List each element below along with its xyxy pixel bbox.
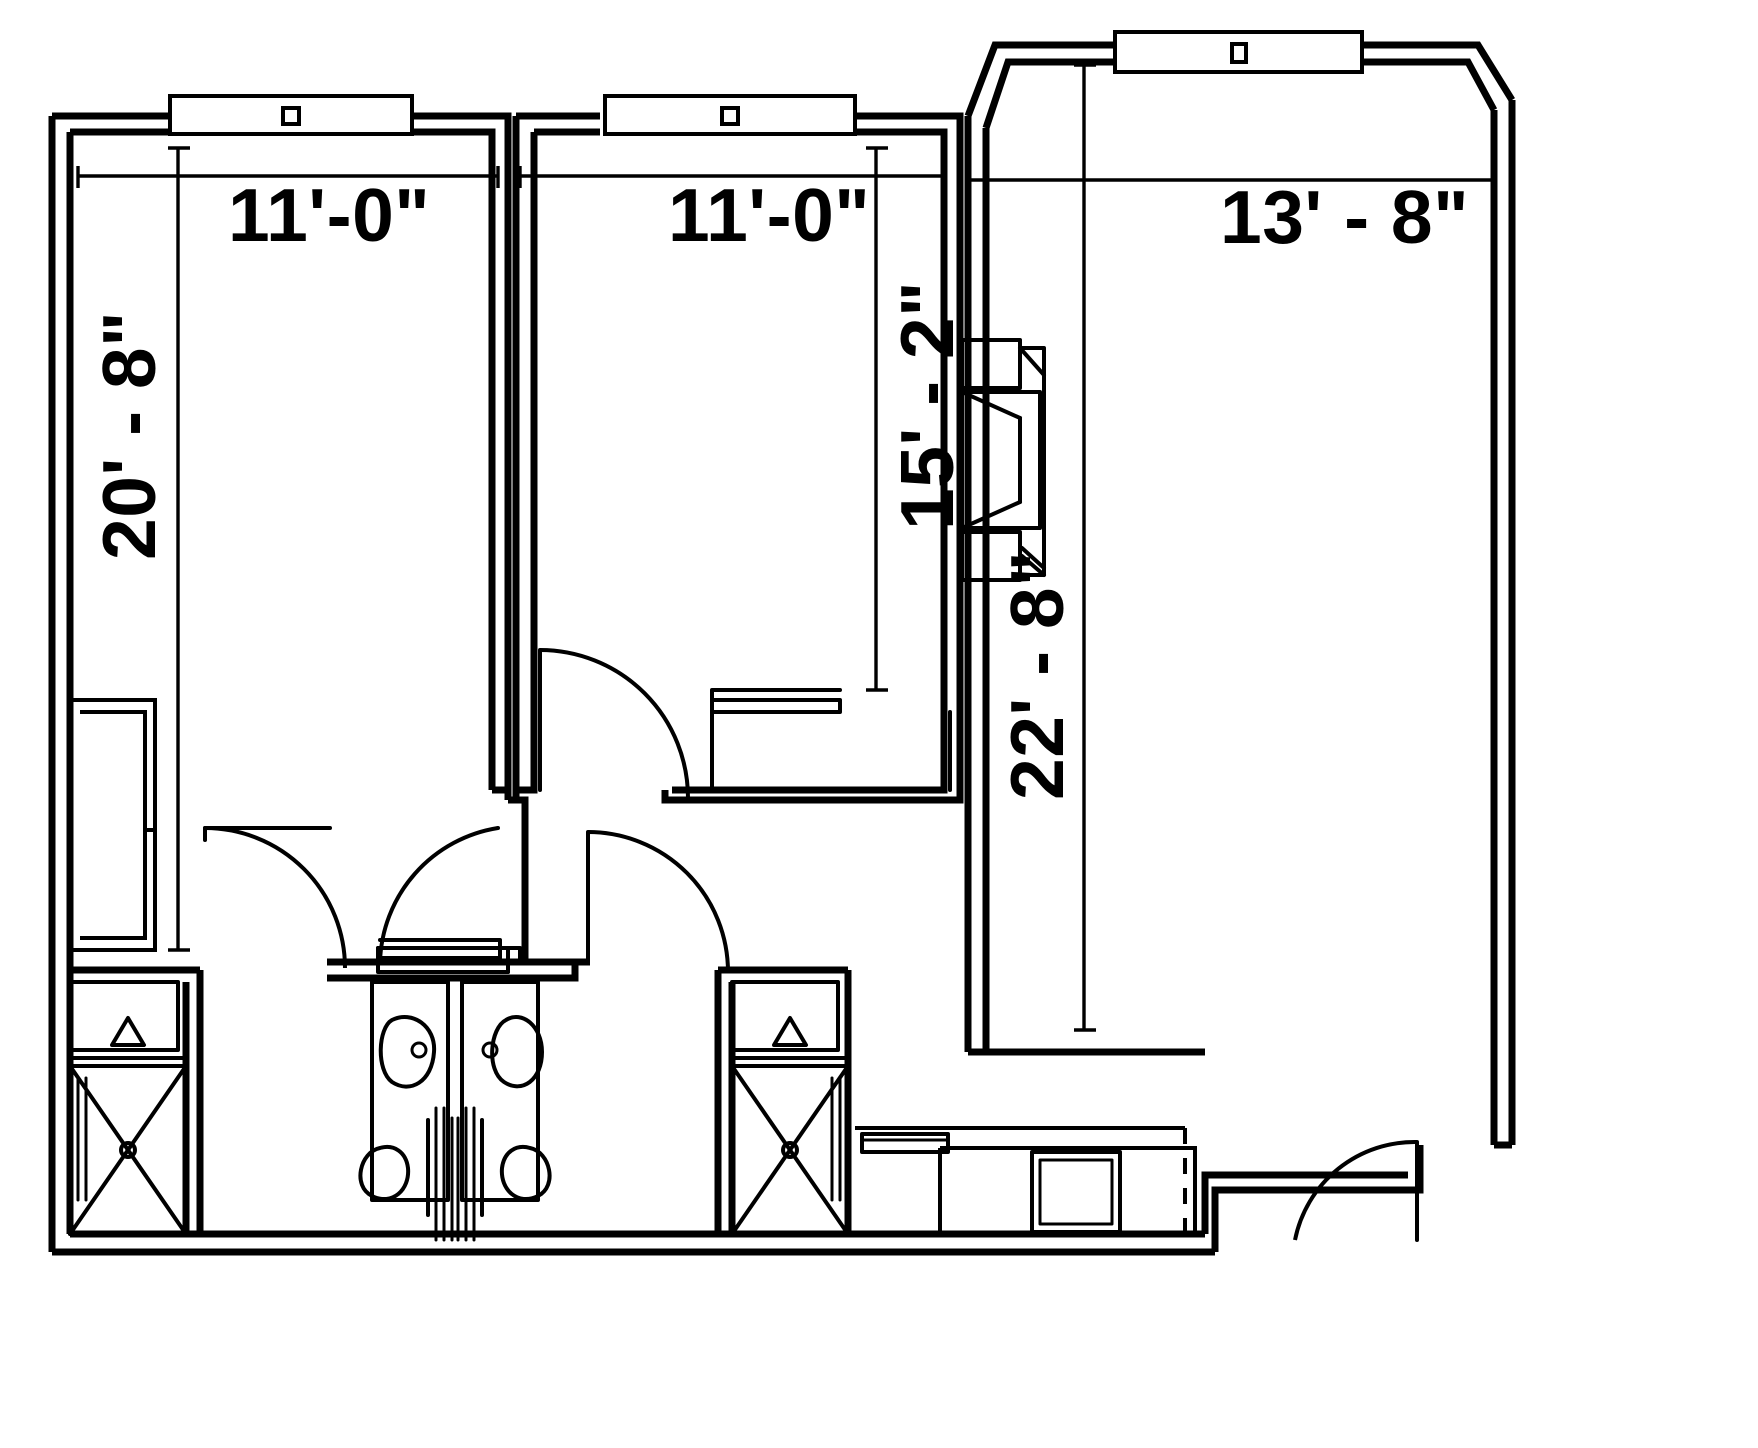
exterior-walls (48, 100, 1516, 1256)
door-bath-left (203, 826, 347, 969)
dimension-label-living-room-width: 13' - 8" (1220, 175, 1470, 259)
door-bath-mid (378, 826, 502, 963)
window-left (168, 94, 414, 136)
alcove-fixture (960, 338, 1046, 582)
bathroom-left (68, 966, 204, 1236)
door-bedroom-right (538, 648, 690, 799)
closet-right (710, 688, 952, 792)
vanity-area (327, 946, 590, 1242)
kitchen (855, 1126, 1197, 1234)
door-entry (1293, 1139, 1419, 1242)
dimension-label-bedroom-right-depth: 15' - 2" (885, 280, 969, 530)
dimension-lines (76, 63, 1497, 1032)
window-center (603, 94, 857, 136)
door-bath-right (586, 830, 730, 973)
dimension-label-bedroom-left-width: 11'-0" (228, 173, 431, 257)
dimension-label-bedroom-left-depth: 20' - 8" (87, 310, 171, 560)
bathroom-right (714, 966, 852, 1236)
dimension-label-bedroom-right-width: 11'-0" (668, 173, 871, 257)
dimension-label-living-room-depth: 22' - 8" (995, 550, 1079, 800)
living-room-walls (964, 41, 1515, 1056)
window-right (1113, 30, 1364, 74)
